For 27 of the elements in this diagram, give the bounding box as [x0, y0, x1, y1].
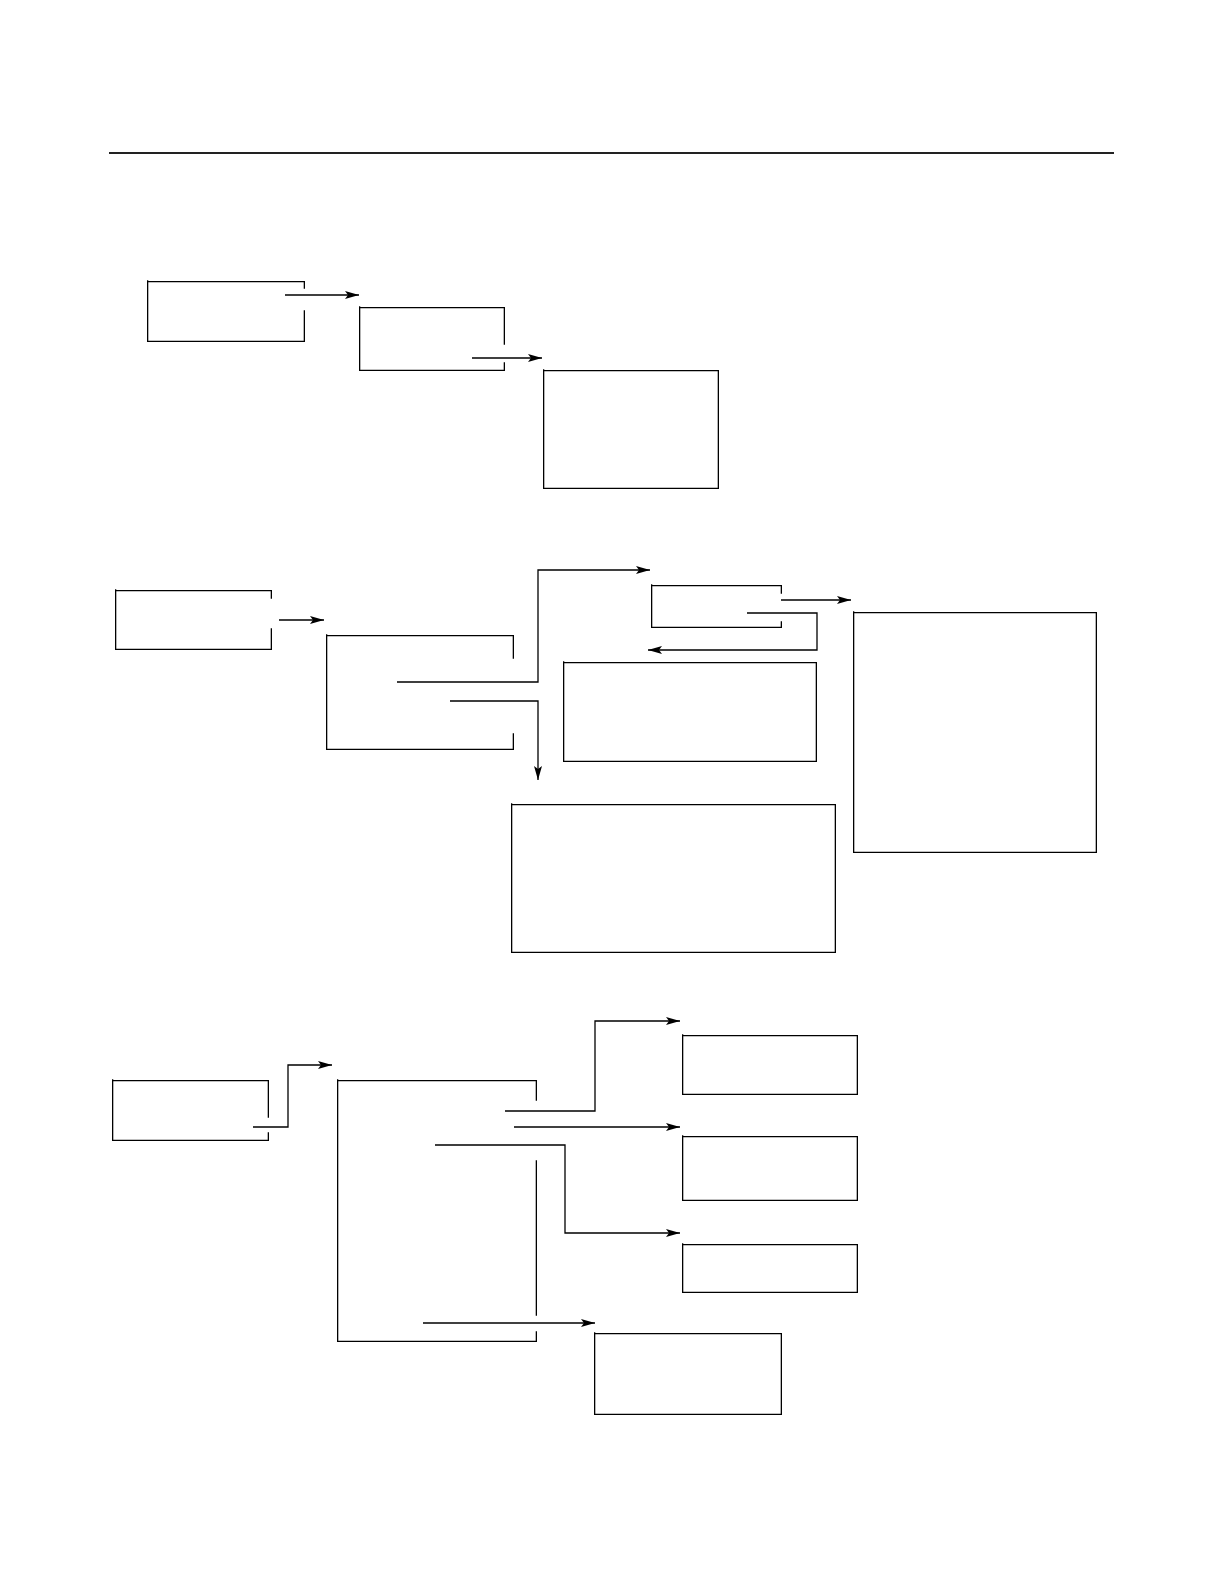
process-box — [147, 281, 305, 342]
process-box — [112, 1080, 269, 1141]
process-box — [511, 804, 836, 953]
process-box — [682, 1035, 858, 1095]
arrow — [504, 1017, 681, 1112]
arrow — [422, 1319, 596, 1327]
process-box — [337, 1080, 537, 1342]
process-box — [115, 590, 272, 650]
arrow — [284, 291, 360, 299]
arrow — [434, 1144, 681, 1237]
arrow — [647, 612, 818, 654]
process-box — [359, 307, 505, 371]
arrow — [396, 566, 651, 683]
process-box — [594, 1333, 782, 1415]
process-box — [682, 1136, 858, 1201]
arrow — [471, 354, 543, 362]
arrow — [252, 1061, 333, 1128]
process-box — [543, 370, 719, 489]
process-box — [326, 635, 514, 750]
process-box — [651, 585, 782, 628]
arrow — [278, 616, 325, 624]
arrow — [449, 700, 542, 781]
arrow — [513, 1123, 681, 1131]
process-box — [853, 612, 1097, 853]
arrow — [780, 596, 852, 604]
process-box — [563, 662, 817, 762]
process-box — [682, 1244, 858, 1293]
